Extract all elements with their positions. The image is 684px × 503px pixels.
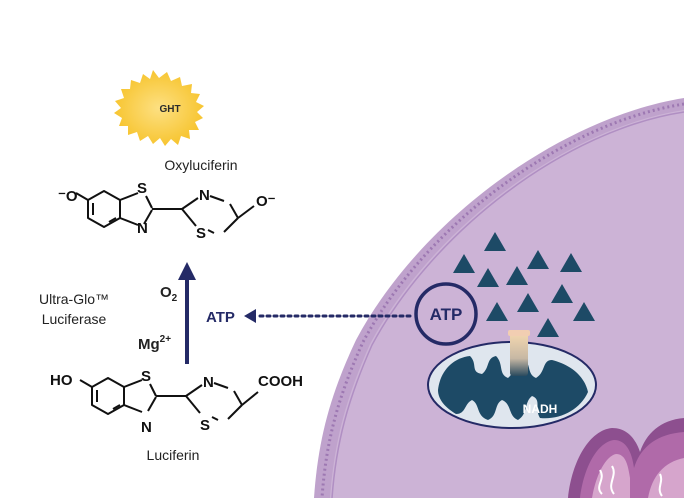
- atp-triangle-icon: [484, 232, 506, 251]
- oxy-s1-atom: S: [137, 180, 147, 197]
- cell-body: [330, 110, 684, 498]
- luc-n2-atom: N: [203, 374, 214, 391]
- atp-triangle-icon: [506, 266, 528, 285]
- mg-label: Mg2+: [138, 334, 171, 353]
- luc-s2-atom: S: [200, 417, 210, 434]
- mitochondrion-cristae: [438, 356, 588, 420]
- sun-burst-icon: [114, 70, 204, 146]
- light-label: GHT: [159, 104, 180, 115]
- atp-circle-label: ATP: [430, 305, 463, 324]
- atp-circle: ATP: [414, 282, 478, 346]
- oxy-s2-atom: S: [196, 225, 206, 242]
- luc-s1-atom: S: [141, 368, 151, 385]
- atp-triangle-icon: [453, 254, 475, 273]
- enzyme-label-line2: Luciferase: [42, 311, 107, 327]
- atp-triangle-icon: [560, 253, 582, 272]
- mitochondrion: NADH: [427, 330, 597, 429]
- luciferin-atoms: HO S N N S COOH: [50, 368, 303, 436]
- o2-label: O2: [160, 284, 178, 304]
- oxy-left-atom: ⁻O: [58, 188, 78, 205]
- atp-triangle-icon: [527, 250, 549, 269]
- atp-triangle-icon: [517, 293, 539, 312]
- atp-triangles: [453, 232, 595, 337]
- enzyme-label-line1: Ultra-Glo™: [39, 291, 109, 307]
- luc-right-atom: COOH: [258, 373, 303, 390]
- atp-triangle-icon: [477, 268, 499, 287]
- atp-transfer-arrow: ATP: [206, 309, 414, 326]
- oxy-n1-atom: N: [137, 220, 148, 237]
- light-emission: GHT: [114, 70, 204, 146]
- oxy-n2-atom: N: [199, 187, 210, 204]
- luciferin-structure: [79, 377, 259, 421]
- atp-triangle-icon: [537, 318, 559, 337]
- luc-left-atom: HO: [50, 372, 73, 389]
- neighbor-cell: [568, 418, 684, 498]
- luciferin-label: Luciferin: [147, 447, 200, 463]
- oxyluciferin-structure: [75, 190, 255, 234]
- mitochondrion-channel: [510, 332, 528, 376]
- oxyluciferin-label: Oxyluciferin: [164, 157, 237, 173]
- cell-membrane-line: [331, 111, 684, 499]
- nadh-label: NADH: [523, 402, 558, 416]
- oxyluciferin-atoms: ⁻O S N N S O⁻: [58, 180, 276, 242]
- luc-n1-atom: N: [141, 419, 152, 436]
- atp-triangle-icon: [551, 284, 573, 303]
- reaction-arrow: [178, 262, 196, 364]
- atp-triangle-icon: [486, 302, 508, 321]
- atp-triangle-icon: [573, 302, 595, 321]
- atp-arrow-label: ATP: [206, 309, 235, 326]
- oxy-right-atom: O⁻: [256, 193, 276, 210]
